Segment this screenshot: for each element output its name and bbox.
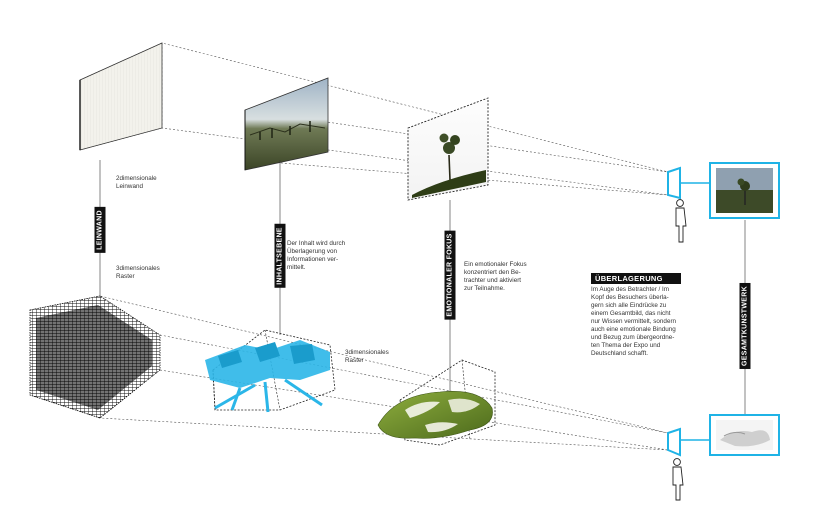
viewer-figure-icon — [672, 458, 684, 501]
raster-cube — [29, 295, 161, 419]
inhaltsebene-painting — [244, 77, 329, 171]
emotionaler-fokus-label: EMOTIONALER FOKUS — [444, 230, 456, 320]
inhalt-model — [205, 329, 336, 413]
fokus-model — [377, 359, 496, 446]
fokus-painting — [407, 97, 489, 201]
raster-text-mid: 3dimensionales Raster — [345, 349, 389, 364]
result-model-frame — [709, 414, 780, 456]
leinwand-canvas — [79, 42, 163, 151]
viewer-eye-bottom — [667, 427, 710, 457]
fokus-text: Ein emotionaler Fokus konzentriert den B… — [464, 261, 527, 292]
gesamtkunstwerk-label: GESAMTKUNSTWERK — [739, 283, 751, 369]
ueberlagerung-text: Im Auge des Betrachter / Im Kopf des Bes… — [591, 286, 677, 357]
raster-text-left: 3dimensionales Raster — [116, 265, 160, 280]
result-painting-frame — [709, 162, 780, 219]
inhaltsebene-label: INHALTSEBENE — [274, 224, 286, 288]
leinwand-text: 2dimensionale Leinwand — [116, 175, 157, 190]
viewer-figure-icon — [675, 199, 687, 243]
viewer-eye-top — [667, 166, 710, 200]
leinwand-label: LEINWAND — [94, 207, 106, 253]
upper-perspective-lines — [79, 42, 669, 196]
ueberlagerung-label: ÜBERLAGERUNG — [591, 273, 681, 284]
inhalt-text: Der Inhalt wird durch Überlagerung von I… — [287, 240, 346, 271]
